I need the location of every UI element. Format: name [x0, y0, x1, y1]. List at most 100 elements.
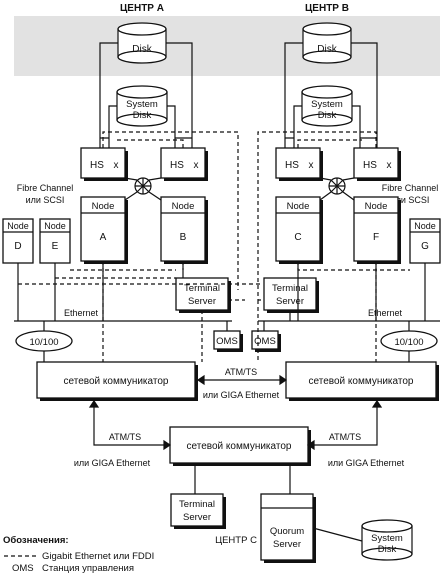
hs-b-left-label: HS [285, 160, 299, 171]
system-disk-b-label-1: System [311, 99, 343, 110]
hub-a-label: 10/100 [29, 337, 58, 348]
node-f: Node F [353, 196, 401, 264]
node-b-label: Node [172, 201, 195, 212]
system-disk-a: System Disk [116, 85, 168, 127]
system-disk-c-label-2: Disk [378, 544, 397, 555]
node-c-letter: C [294, 232, 301, 243]
fibre-a-line1: Fibre Channel [17, 183, 74, 193]
node-b-letter: B [180, 232, 187, 243]
terminal-server-b-line2: Server [276, 296, 304, 307]
link-a-c-arrows [88, 399, 172, 451]
hs-a-left: HS x [80, 147, 128, 181]
link-a-b-label-2: или GIGA Ethernet [203, 390, 280, 400]
hub-a: 10/100 [15, 330, 73, 352]
terminal-server-c-line2: Server [183, 512, 211, 523]
hs-b-left: HS x [275, 147, 323, 181]
node-e-letter: E [52, 241, 59, 252]
disk-a: Disk [117, 22, 167, 64]
hs-a-left-label: HS [90, 160, 104, 171]
system-disk-b: System Disk [301, 85, 353, 127]
legend-oms-key: OMS [12, 563, 34, 574]
legend-dashed-label: Gigabit Ethernet или FDDI [42, 551, 154, 562]
terminal-server-c: Terminal Server [170, 493, 226, 529]
center-b-title: ЦЕНТР В [305, 3, 349, 14]
quorum-server-line2: Server [273, 539, 301, 550]
quorum-disk-link [312, 527, 363, 542]
center-a-title: ЦЕНТР А [120, 3, 164, 14]
node-d: Node D [2, 218, 34, 264]
link-b-c-arrows [306, 399, 383, 451]
hub-b: 10/100 [380, 330, 438, 352]
sysdisk-b-links [293, 105, 361, 148]
switch-b-links [319, 177, 355, 201]
link-b-c-label-1: ATM/TS [329, 432, 361, 442]
ethernet-b-label: Ethernet [368, 308, 403, 318]
node-c-label: Node [287, 201, 310, 212]
hs-b-right-label: HS [363, 160, 377, 171]
oms-a: OMS [213, 330, 243, 352]
node-g-letter: G [421, 241, 429, 252]
disk-a-label: Disk [132, 44, 152, 55]
link-a-c [93, 404, 167, 446]
center-c-links [194, 463, 291, 494]
terminal-server-c-line1: Terminal [179, 499, 215, 510]
node-g: Node G [409, 218, 441, 264]
legend-oms-desc: Станция управления [42, 563, 134, 574]
link-a-b-label-1: ATM/TS [225, 367, 257, 377]
disk-a-links [99, 42, 193, 148]
hub-b-label: 10/100 [394, 337, 423, 348]
quorum-server: Quorum Server [260, 493, 316, 563]
fc-switch-a-icon [134, 177, 152, 195]
link-a-b-arrows [196, 374, 288, 386]
disk-zone-band [14, 16, 440, 76]
terminal-server-a-line2: Server [188, 296, 216, 307]
disk-b-links [284, 42, 378, 148]
system-disk-a-label-1: System [126, 99, 158, 110]
disk-b-label: Disk [317, 44, 337, 55]
gigabit-links-b [257, 131, 410, 362]
node-a-letter: A [100, 232, 107, 243]
system-disk-b-label-2: Disk [318, 110, 337, 121]
sysdisk-a-links [108, 105, 176, 148]
fibre-b-line1: Fibre Channel [382, 183, 439, 193]
node-e-label: Node [44, 221, 66, 231]
oms-b-label: OMS [254, 336, 276, 347]
node-e: Node E [39, 218, 71, 264]
node-a-label: Node [92, 201, 115, 212]
fc-switch-b-icon [328, 177, 346, 195]
comm-c: сетевой коммуникатор [169, 426, 311, 466]
link-a-c-label-2: или GIGA Ethernet [74, 458, 151, 468]
hs-a-right-x: x [194, 160, 199, 171]
switch-a-links [124, 177, 162, 201]
link-b-c-label-2: или GIGA Ethernet [328, 458, 405, 468]
oms-a-label: OMS [216, 336, 238, 347]
system-disk-c-label-1: System [371, 533, 403, 544]
node-f-letter: F [373, 232, 379, 243]
disk-b: Disk [302, 22, 352, 64]
hs-a-right: HS x [160, 147, 208, 181]
comm-b-label: сетевой коммуникатор [309, 376, 414, 387]
fibre-b-line2: или SCSI [391, 195, 430, 205]
node-d-label: Node [7, 221, 29, 231]
node-f-label: Node [365, 201, 388, 212]
hs-b-left-x: x [309, 160, 314, 171]
system-disk-a-label-2: Disk [133, 110, 152, 121]
center-c-title: ЦЕНТР С [215, 535, 257, 546]
quorum-server-line1: Quorum [270, 526, 304, 537]
link-a-c-label-1: ATM/TS [109, 432, 141, 442]
link-b-c [311, 404, 378, 446]
comm-b: сетевой коммуникатор [285, 361, 439, 401]
terminal-server-a-line1: Terminal [184, 283, 220, 294]
legend-title: Обозначения: [3, 535, 69, 546]
gigabit-links-a [18, 131, 260, 362]
node-c: Node C [275, 196, 323, 264]
system-disk-c: System Disk [361, 519, 413, 561]
fibre-a-line2: или SCSI [26, 195, 65, 205]
hs-a-right-label: HS [170, 160, 184, 171]
hs-b-right: HS x [353, 147, 401, 181]
hs-b-right-x: x [387, 160, 392, 171]
comm-a: сетевой коммуникатор [36, 361, 198, 401]
terminal-server-b-line1: Terminal [272, 283, 308, 294]
hs-a-left-x: x [114, 160, 119, 171]
